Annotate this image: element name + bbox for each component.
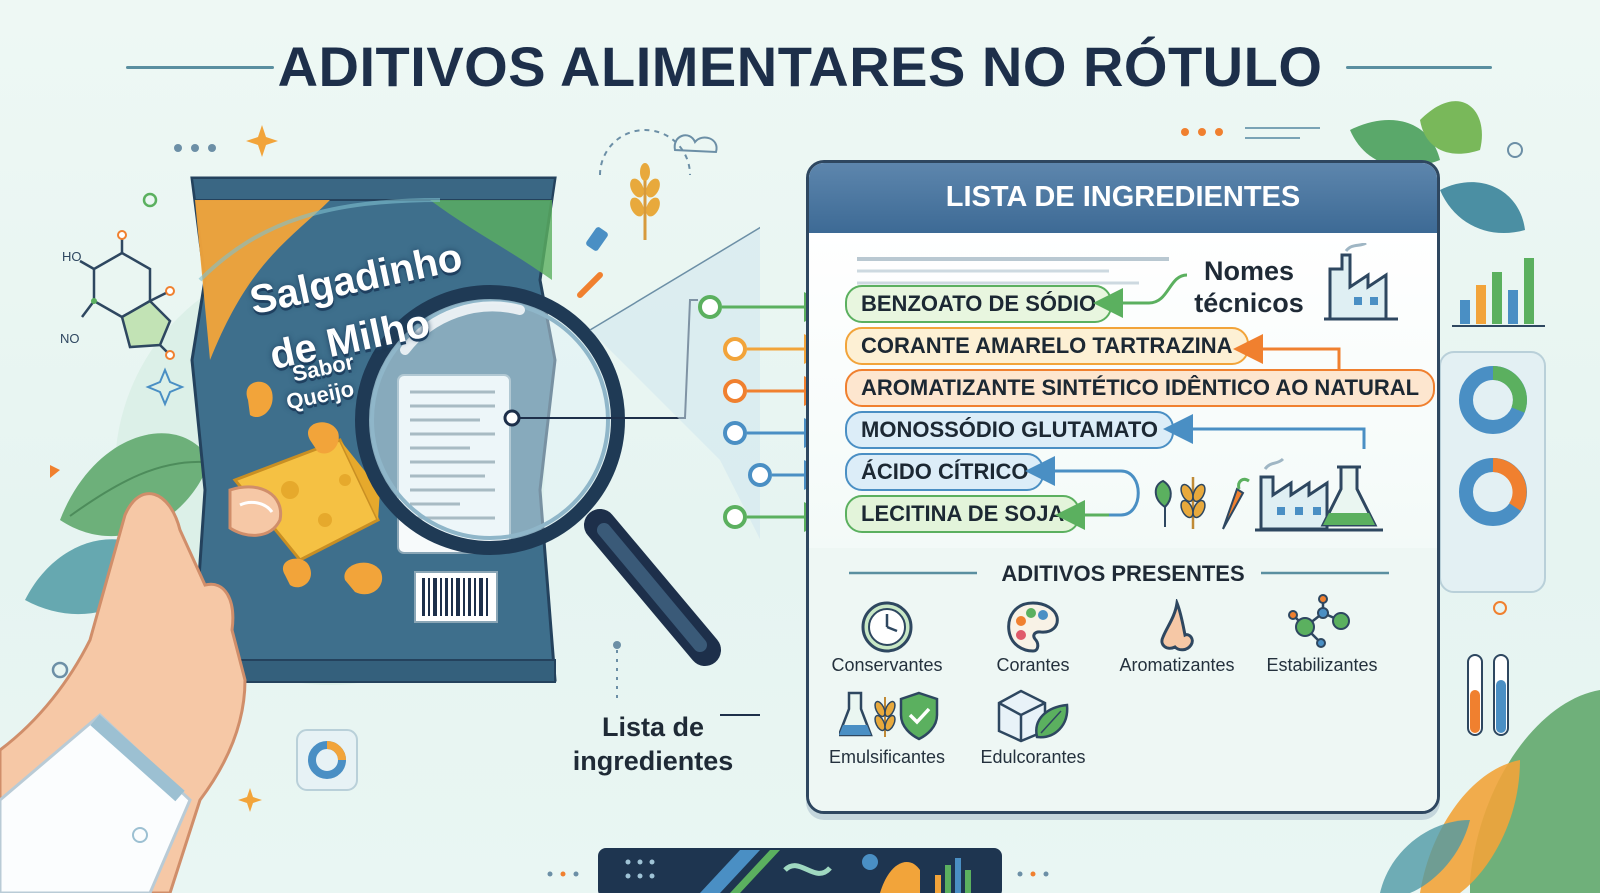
ingredients-list-callout: Lista de ingredientes xyxy=(553,710,753,778)
additives-rules xyxy=(849,571,1389,575)
sugar-cube-icon xyxy=(997,689,1069,743)
panel-additives-area xyxy=(809,548,1437,811)
additives-title: ADITIVOS PRESENTES xyxy=(1001,561,1245,586)
technical-names-line2: técnicos xyxy=(1194,288,1304,318)
page-title: ADITIVOS ALIMENTARES NO RÓTULO xyxy=(277,35,1323,98)
ingredient-acido-citrico: ÁCIDO CÍTRICO xyxy=(845,453,1045,491)
nose-icon xyxy=(1160,599,1194,652)
molecule-icon xyxy=(1288,594,1350,648)
category-emulsificantes: Emulsificantes xyxy=(828,747,946,767)
panel-header: LISTA DE INGREDIENTES xyxy=(809,163,1437,233)
ingredient-lecitina: LECITINA DE SOJA xyxy=(845,495,1081,533)
molecule-diagram: HO NO xyxy=(60,230,175,360)
callout-line2: ingredientes xyxy=(572,746,734,776)
ingredient-aromatizante: AROMATIZANTE SINTÉTICO IDÊNTICO AO NATUR… xyxy=(845,369,1436,407)
leaf-icon xyxy=(1154,479,1172,527)
molecule-label-ho: HO xyxy=(62,249,82,264)
callout-line1: Lista de xyxy=(601,712,705,742)
carrot-icon xyxy=(1222,477,1250,530)
molecule-label-no: NO xyxy=(60,331,80,346)
factory-icon xyxy=(1324,243,1398,321)
flask-icon xyxy=(1320,465,1378,527)
category-aromatizantes: Aromatizantes xyxy=(1119,655,1235,675)
natural-vs-industrial-icons xyxy=(1154,457,1383,532)
flask-shield-icon xyxy=(839,691,939,741)
header: ADITIVOS ALIMENTARES NO RÓTULO xyxy=(0,28,1600,108)
chip-bag-illustration xyxy=(0,176,760,893)
category-corantes: Corantes xyxy=(996,655,1070,675)
industry-icon xyxy=(1259,457,1329,531)
title-rule-left xyxy=(126,66,274,69)
ingredients-panel: LISTA DE INGREDIENTES BENZOATO DE SÓDIO … xyxy=(806,160,1440,814)
ingredient-benzoato: BENZOATO DE SÓDIO xyxy=(845,285,1113,323)
ingredient-glutamato: MONOSSÓDIO GLUTAMATO xyxy=(845,411,1174,449)
technical-names-label: Nomes técnicos xyxy=(1179,255,1319,319)
category-conservantes: Conservantes xyxy=(831,655,943,675)
technical-names-arrows xyxy=(1025,273,1366,530)
wheat-icon xyxy=(1180,477,1206,529)
ingredient-tartrazina: CORANTE AMARELO TARTRAZINA xyxy=(845,327,1249,365)
placeholder-text-lines xyxy=(857,257,1169,285)
clock-icon xyxy=(861,601,913,653)
palette-icon xyxy=(1007,601,1059,653)
title-rule-right xyxy=(1346,66,1492,69)
category-estabilizantes: Estabilizantes xyxy=(1266,655,1378,675)
panel-header-title: LISTA DE INGREDIENTES xyxy=(945,181,1301,213)
technical-names-line1: Nomes xyxy=(1203,256,1295,286)
category-edulcorantes: Edulcorantes xyxy=(980,747,1086,767)
